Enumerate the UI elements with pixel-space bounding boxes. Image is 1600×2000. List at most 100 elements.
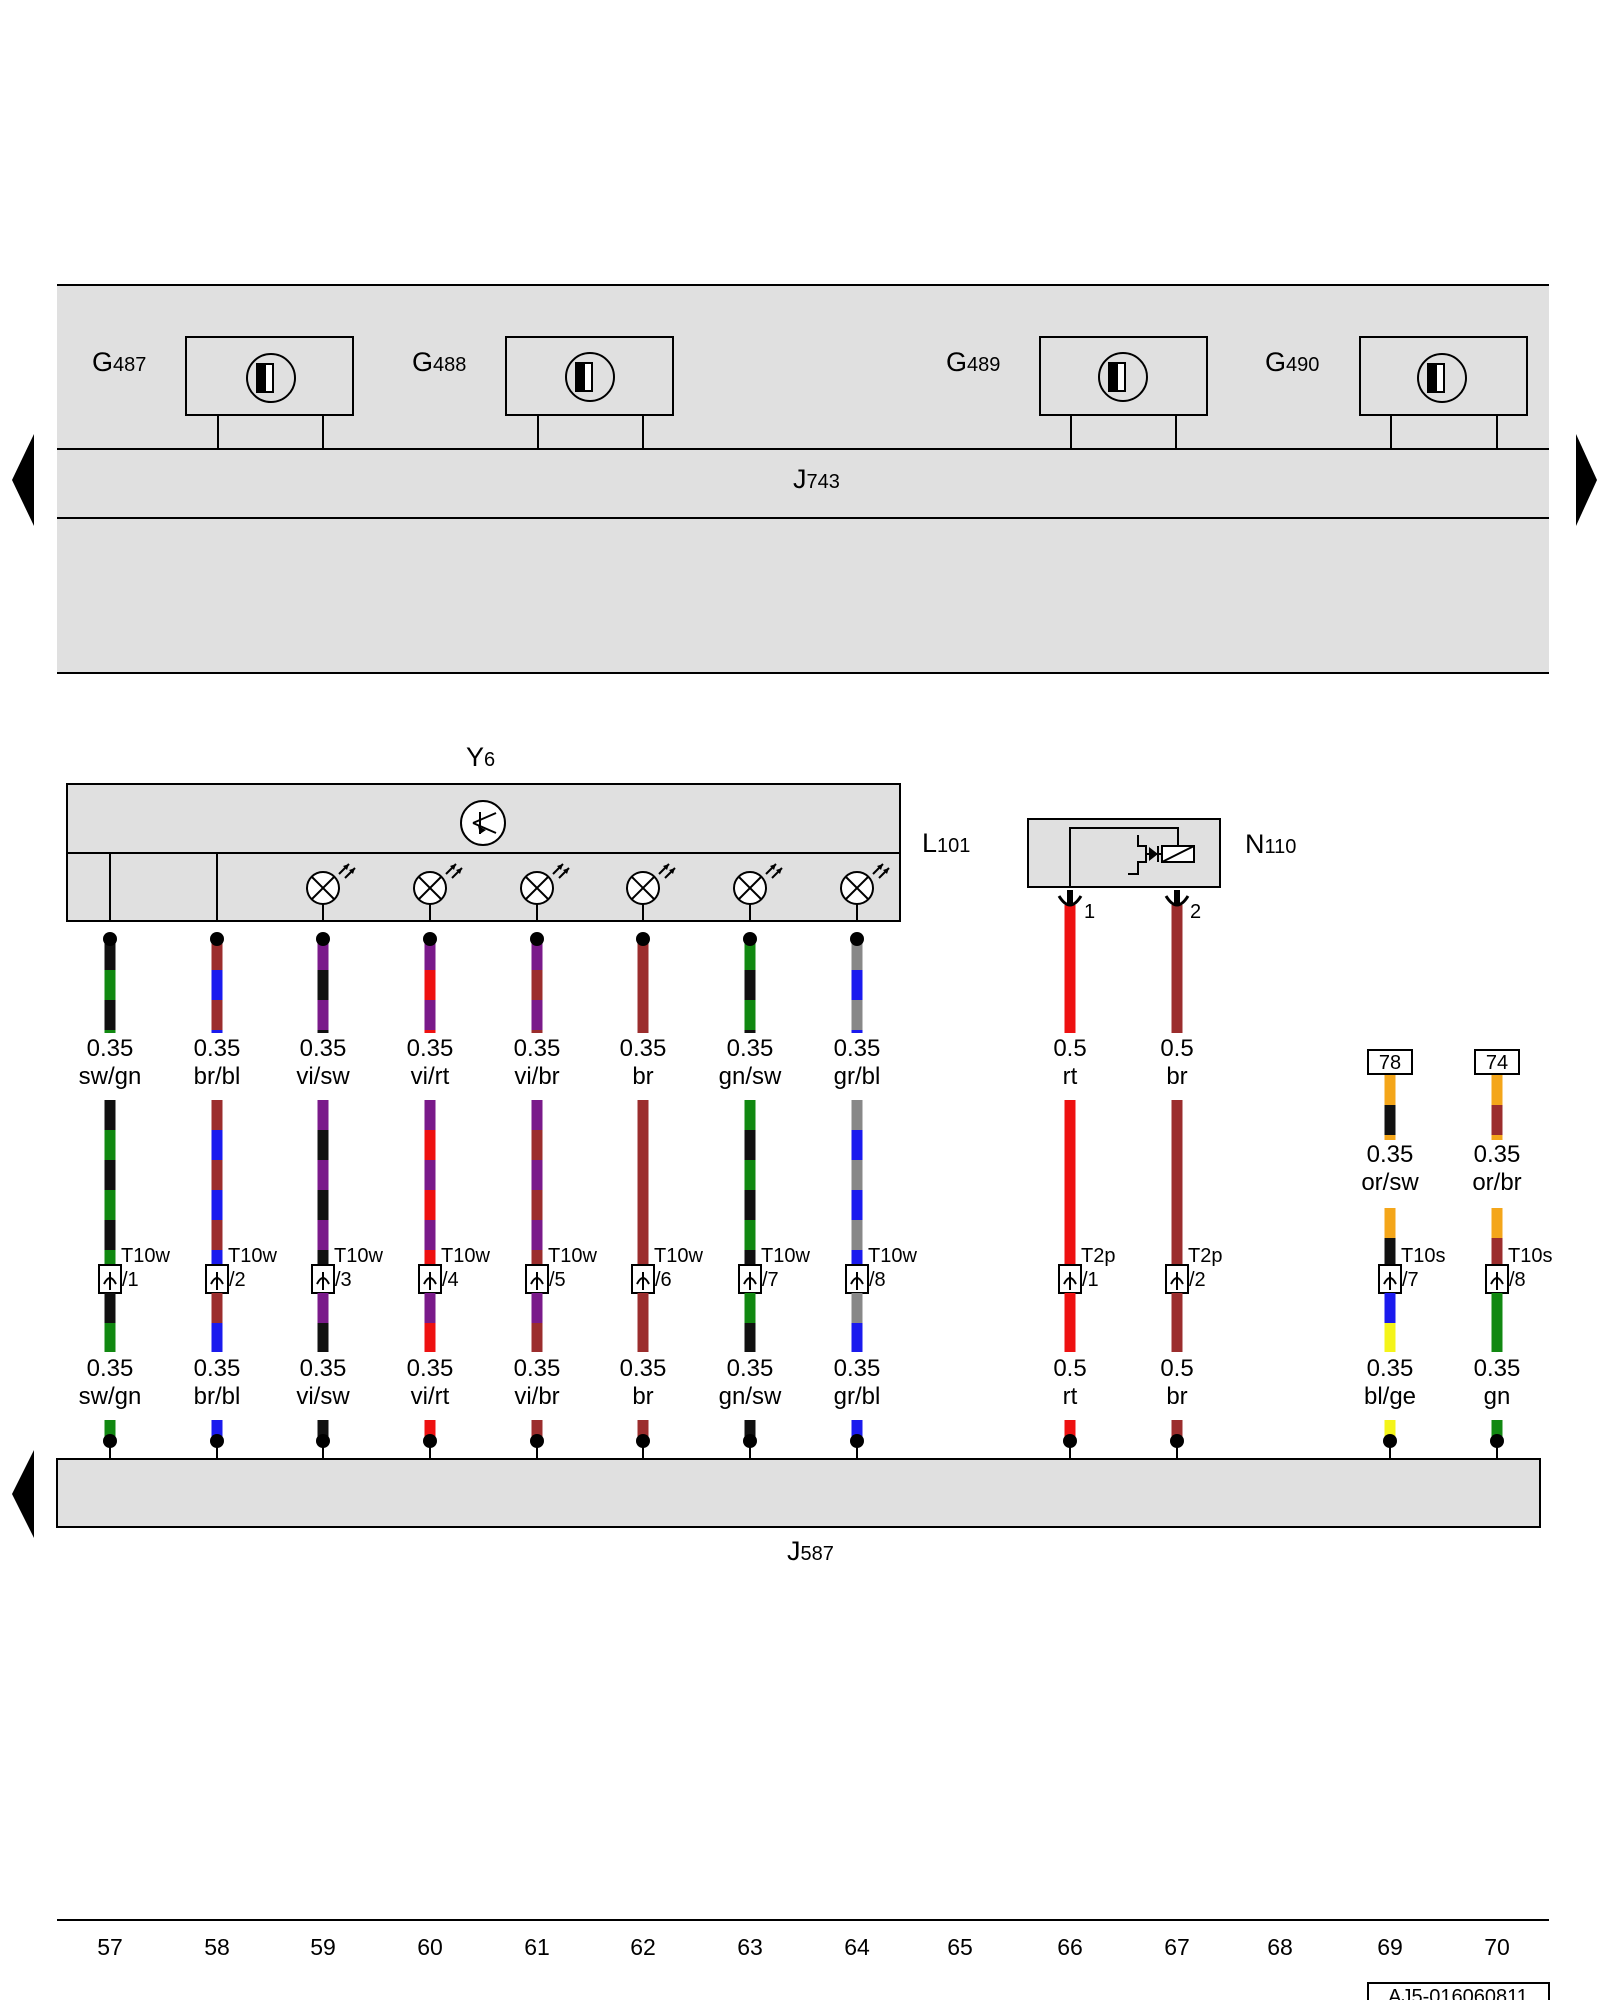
- wire-segment: [1171, 1293, 1183, 1352]
- wire-segment: [104, 1100, 116, 1265]
- svg-text:J587: J587: [787, 1536, 834, 1566]
- terminal-box: 74: [1474, 1049, 1520, 1075]
- sensor-g489: G489: [946, 336, 1208, 449]
- connector-name: T10s: [1401, 1245, 1445, 1267]
- connector-icon: [1378, 1264, 1402, 1294]
- connector-pin: /6: [655, 1269, 672, 1291]
- wire-segment: [851, 1420, 863, 1440]
- prev-page-arrow-icon[interactable]: [12, 434, 34, 526]
- wire-size-label: 0.35: [514, 1035, 561, 1062]
- wire-segment: [531, 940, 543, 1033]
- junction-dot: [850, 932, 864, 946]
- connector-name: T2p: [1081, 1245, 1115, 1267]
- connector-pin: /3: [335, 1269, 352, 1291]
- wire-segment: [744, 1420, 756, 1440]
- wire-segment: [211, 1420, 223, 1440]
- connector-pin: /1: [1082, 1269, 1099, 1291]
- connector-pin: /4: [442, 1269, 459, 1291]
- connector-pin: /1: [122, 1269, 139, 1291]
- connector-pin: /2: [1189, 1269, 1206, 1291]
- wire-color-label: vi/rt: [411, 1063, 450, 1090]
- document-code: AJ5-016060811: [1367, 1982, 1550, 2000]
- sensor-g488: G488: [412, 336, 674, 449]
- wire-segment: [1491, 1293, 1503, 1352]
- junction-dot: [423, 932, 437, 946]
- svg-text:G488: G488: [412, 347, 466, 377]
- wire-size-label: 0.35: [300, 1035, 347, 1062]
- wire-size-label: 0.35: [1474, 1141, 1521, 1168]
- wire-segment: [317, 1100, 329, 1265]
- connector-pin: /5: [549, 1269, 566, 1291]
- wire-segment: [104, 940, 116, 1033]
- junction-dot: [636, 1434, 650, 1448]
- wire-segment: [744, 940, 756, 1033]
- wire-color-label: rt: [1063, 1063, 1078, 1090]
- column-number: 64: [844, 1934, 870, 1960]
- wire-segment: [531, 1293, 543, 1352]
- wire-color-label: sw/gn: [79, 1383, 142, 1410]
- wire-size-label: 0.5: [1053, 1355, 1086, 1382]
- wire-segment: [1171, 1420, 1183, 1440]
- wire-segment: [1064, 1420, 1076, 1440]
- connector-icon: [845, 1264, 869, 1294]
- lamp-icon: [733, 863, 783, 921]
- wire-color-label: br: [632, 1063, 653, 1090]
- junction-dot: [1063, 1434, 1077, 1448]
- lamp-group: [109, 853, 890, 921]
- wire-segment: [1064, 905, 1076, 1033]
- column-number: 57: [97, 1934, 123, 1960]
- junction-dot: [103, 932, 117, 946]
- column-number: 61: [524, 1934, 550, 1960]
- wire-segment: [424, 940, 436, 1033]
- junction-dot: [743, 1434, 757, 1448]
- prev-page-arrow-icon-lower[interactable]: [12, 1450, 34, 1538]
- wire-color-label: vi/sw: [296, 1383, 350, 1410]
- wire-color-label: vi/rt: [411, 1383, 450, 1410]
- wire-segment: [317, 1420, 329, 1440]
- wire-size-label: 0.35: [620, 1355, 667, 1382]
- wire-segment: [851, 1293, 863, 1352]
- wire-group: 0.35sw/gnT10w/10.35sw/gn0.35br/blT10w/20…: [79, 890, 1552, 1459]
- wire-segment: [1064, 1100, 1076, 1265]
- junction-dot: [1490, 1434, 1504, 1448]
- wire-segment: [851, 1100, 863, 1265]
- wire-color-label: vi/sw: [296, 1063, 350, 1090]
- junction-dot: [423, 1434, 437, 1448]
- wire-segment: [1491, 1208, 1503, 1265]
- connector-icon: [738, 1264, 762, 1294]
- column-number: 58: [204, 1934, 230, 1960]
- lamp-icon: [306, 863, 356, 921]
- svg-text:N110: N110: [1245, 829, 1296, 859]
- wire-size-label: 0.35: [1367, 1355, 1414, 1382]
- wire-size-label: 0.35: [407, 1355, 454, 1382]
- wire-segment: [1064, 1293, 1076, 1352]
- next-page-arrow-icon[interactable]: [1576, 434, 1597, 526]
- j743-label: J743: [793, 464, 840, 494]
- wire-segment: [104, 1293, 116, 1352]
- wire-size-label: 0.35: [87, 1355, 134, 1382]
- junction-dot: [530, 1434, 544, 1448]
- wire-size-label: 0.5: [1160, 1355, 1193, 1382]
- wire-size-label: 0.35: [1474, 1355, 1521, 1382]
- wire-color-label: gn/sw: [719, 1063, 782, 1090]
- junction-dot: [1383, 1434, 1397, 1448]
- svg-text:2: 2: [1190, 901, 1201, 923]
- connector-pin: /7: [1402, 1269, 1419, 1291]
- svg-text:AJ5-016060811: AJ5-016060811: [1388, 1986, 1528, 2000]
- wire-segment: [637, 1293, 649, 1352]
- mirror-y6: Y6 L101: [66, 742, 970, 922]
- connector-icon: [205, 1264, 229, 1294]
- wire-color-label: gn/sw: [719, 1383, 782, 1410]
- control-unit-j587: J587: [56, 1458, 1541, 1566]
- wire-size-label: 0.35: [300, 1355, 347, 1382]
- terminal-label: 74: [1486, 1052, 1508, 1074]
- wire-color-label: or/sw: [1361, 1169, 1419, 1196]
